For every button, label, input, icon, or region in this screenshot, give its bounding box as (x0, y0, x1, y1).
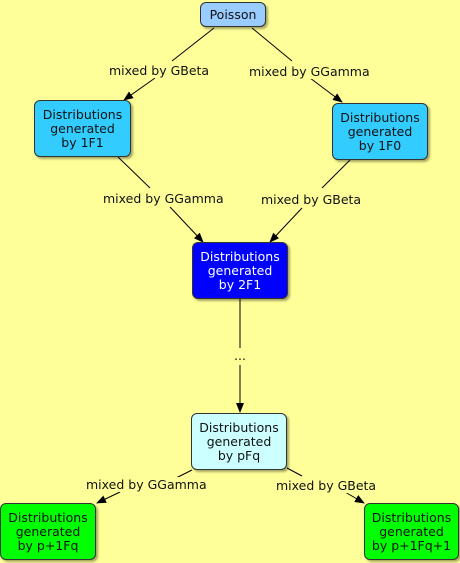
edge-label-2f1-pfq: ... (232, 348, 248, 363)
edge-poisson-1f1-tip (123, 77, 156, 101)
node-p1fq[interactable]: Distributions generated by p+1Fq (0, 503, 96, 560)
edge-1f0-2f1-tip (269, 207, 303, 243)
node-1f0[interactable]: Distributions generated by 1F0 (332, 103, 428, 160)
node-p1fq1[interactable]: Distributions generated by p+1Fq+1 (364, 503, 459, 560)
edge-1f1-2f1 (117, 156, 151, 189)
edge-poisson-1f0-tip (309, 77, 343, 103)
edge-poisson-1f1 (171, 27, 215, 62)
edge-label-1f1-2f1: mixed by GGamma (101, 191, 226, 206)
edge-label-1f0-2f1: mixed by GBeta (259, 192, 364, 207)
edge-label-poisson-1f0: mixed by GGamma (247, 64, 372, 79)
node-pfq[interactable]: Distributions generated by pFq (191, 413, 287, 470)
edge-pfq-p1fq1-tip (344, 491, 365, 504)
edge-label-poisson-1f1: mixed by GBeta (107, 63, 212, 78)
node-2f1[interactable]: Distributions generated by 2F1 (192, 242, 288, 299)
node-poisson[interactable]: Poisson (200, 2, 266, 27)
node-1f1[interactable]: Distributions generated by 1F1 (34, 100, 131, 157)
edge-pfq-p1fq1 (286, 467, 303, 477)
edge-1f0-2f1 (321, 159, 351, 189)
edge-pfq-p1fq-tip (96, 491, 121, 504)
edge-poisson-1f0 (251, 27, 293, 62)
edge-label-pfq-p1fq: mixed by GGamma (84, 477, 209, 492)
edge-1f1-2f1-tip (169, 206, 204, 243)
edge-label-pfq-p1fq1: mixed by GBeta (274, 478, 379, 493)
edge-pfq-p1fq (175, 469, 193, 479)
